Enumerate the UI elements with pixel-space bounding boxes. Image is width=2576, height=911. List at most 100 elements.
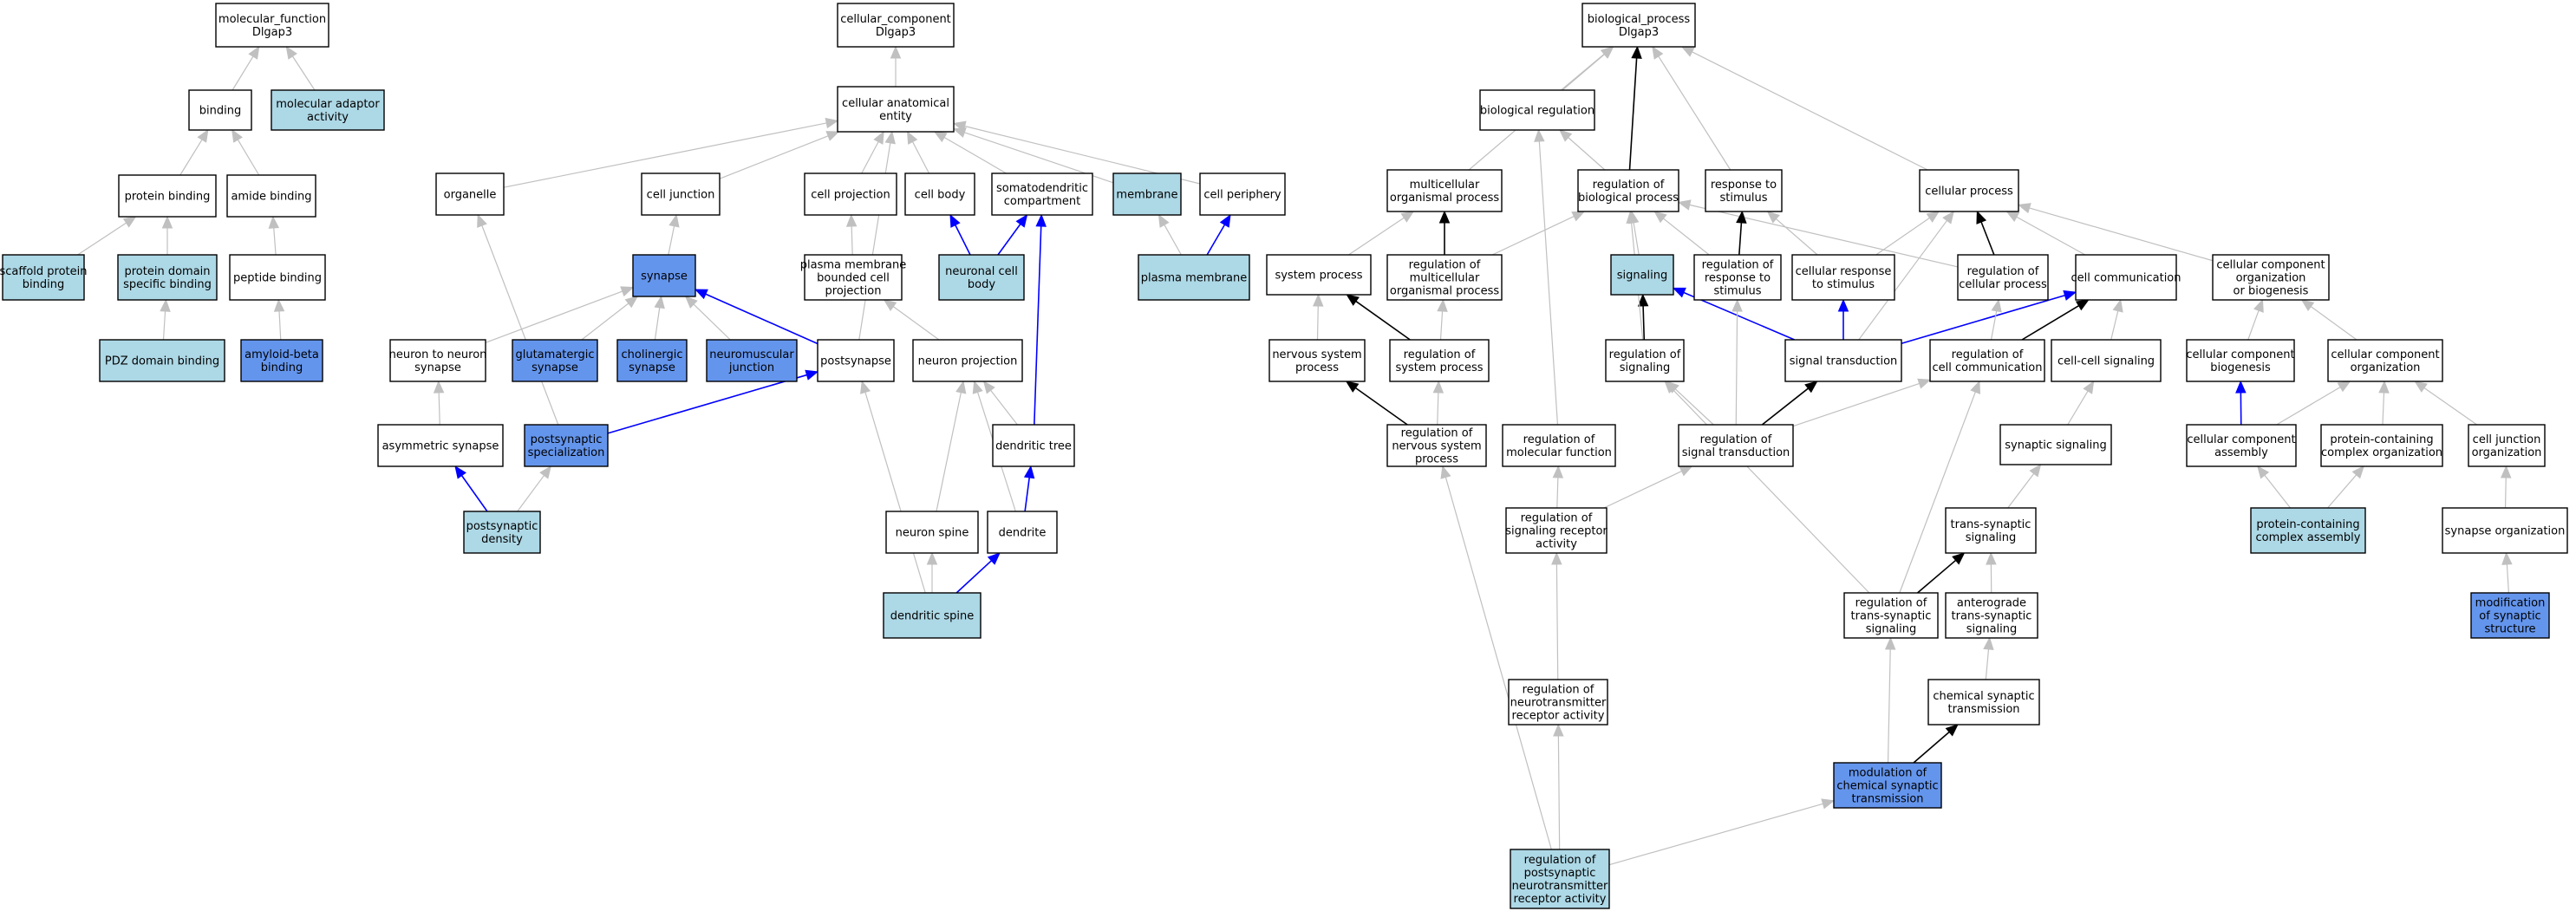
node-box: [2320, 424, 2443, 467]
edge-psspec-to-organelle: [477, 213, 559, 426]
node-label-line: dendritic spine: [890, 610, 975, 623]
edge-ccbiog-to-ccob: [2247, 298, 2264, 341]
node-label-line: protein-containing: [2256, 518, 2359, 531]
node-box: [641, 172, 721, 216]
node-box: [463, 511, 541, 554]
edge-arrowhead: [825, 131, 840, 141]
edge-line: [2029, 207, 2214, 262]
edge-line: [232, 55, 254, 91]
edge-line: [955, 224, 971, 256]
edge-arrowhead: [1637, 293, 1649, 307]
node-label-line: postsynaptic: [1524, 867, 1596, 880]
edge-line: [291, 55, 316, 91]
node-label-line: molecular function: [1506, 446, 1612, 459]
edge-line: [1738, 222, 1743, 256]
edge-nmj-to-synapse: [684, 296, 731, 341]
node-label-line: signaling: [1966, 531, 2017, 544]
edge-line: [438, 392, 440, 426]
edge-arrowhead: [454, 465, 466, 479]
edge-arrowhead: [1440, 465, 1451, 479]
edge-regnra-to-regsra: [1551, 551, 1562, 680]
edge-sysproc-to-multiorg: [1348, 211, 1415, 256]
edge-regbp-to-bp: [1628, 45, 1642, 171]
edge-arrowhead: [1983, 636, 1994, 651]
edge-regmop-to-multiorg: [1438, 210, 1451, 255]
node-box: [632, 254, 696, 297]
go-term-node-peptbind: peptide binding: [229, 254, 326, 301]
node-label-line: cell periphery: [1203, 189, 1281, 202]
edge-line: [581, 303, 629, 341]
node-label-line: synaptic signaling: [2005, 439, 2106, 452]
edge-arrowhead: [232, 128, 243, 143]
edge-line: [1985, 648, 1990, 680]
edge-arrowhead: [161, 215, 173, 229]
node-box: [1577, 169, 1679, 212]
edge-arrowhead: [654, 295, 665, 309]
edge-line: [1899, 391, 1976, 594]
node-box: [1386, 169, 1503, 212]
edge-arrowhead: [684, 296, 698, 309]
go-term-node-sigtrans: signal transduction: [1784, 339, 1902, 382]
edge-line: [1633, 222, 1640, 256]
node-label-line: multicellular: [1410, 179, 1480, 192]
edge-regcc-to-regcp: [1990, 298, 2002, 341]
edge-arrowhead: [1766, 211, 1780, 224]
node-label-line: cell projection: [811, 189, 890, 202]
node-label-line: biological regulation: [1480, 105, 1595, 118]
node-label-line: scaffold protein: [0, 265, 88, 278]
node-box: [2470, 592, 2550, 639]
edge-line: [1689, 204, 1959, 268]
go-term-node-bioreg: biological regulation: [1479, 89, 1595, 131]
edge-arrowhead: [433, 380, 445, 394]
edge-arrowhead: [197, 128, 209, 143]
edge-line: [892, 306, 940, 341]
node-label-line: PDZ domain binding: [105, 355, 219, 368]
edge-line: [1913, 731, 1950, 764]
node-label-line: trans-synaptic: [1951, 518, 2031, 531]
edge-glut-to-synapse: [581, 296, 639, 341]
edge-pcca-to-pcco: [2327, 465, 2365, 509]
node-box: [240, 339, 323, 382]
edge-pdsb-to-protbind: [161, 215, 173, 255]
edge-line: [861, 141, 879, 174]
edge-arrowhead: [624, 296, 639, 309]
go-term-node-asymsyn: asymmetric synapse: [377, 424, 504, 467]
edge-line: [705, 293, 818, 345]
edge-regmf-to-bioreg: [1534, 128, 1559, 426]
edge-regst-to-sigtrans: [1761, 381, 1818, 426]
edge-regtss-to-transsyn: [1916, 552, 1966, 594]
node-box: [804, 172, 897, 216]
edge-regcp-to-cellproc: [1976, 210, 1995, 256]
edge-line: [864, 392, 926, 594]
edge-arrowhead: [987, 552, 1001, 565]
node-label-line: receptor activity: [1512, 710, 1605, 723]
node-label-line: assembly: [2214, 446, 2268, 459]
node-box: [1502, 424, 1616, 467]
edge-modchem-to-chemsyn: [1913, 724, 1959, 764]
node-box: [1945, 592, 2038, 639]
go-term-node-regpnra: regulation ofpostsynapticneurotransmitte…: [1510, 849, 1610, 909]
node-label-line: signaling receptor: [1505, 525, 1608, 538]
node-label-line: cell-cell signaling: [2058, 355, 2155, 368]
node-box: [1843, 592, 1939, 639]
node-box: [2051, 339, 2162, 382]
node-box: [883, 592, 981, 639]
node-label-line: signal transduction: [1790, 355, 1898, 368]
node-label-line: regulation of: [1702, 259, 1774, 272]
go-term-node-dendtree: dendritic tree: [992, 424, 1075, 467]
node-label-line: glutamatergic: [515, 348, 594, 361]
edge-regpnra-to-regnsp: [1440, 465, 1552, 850]
edge-arrowhead: [1571, 211, 1586, 222]
